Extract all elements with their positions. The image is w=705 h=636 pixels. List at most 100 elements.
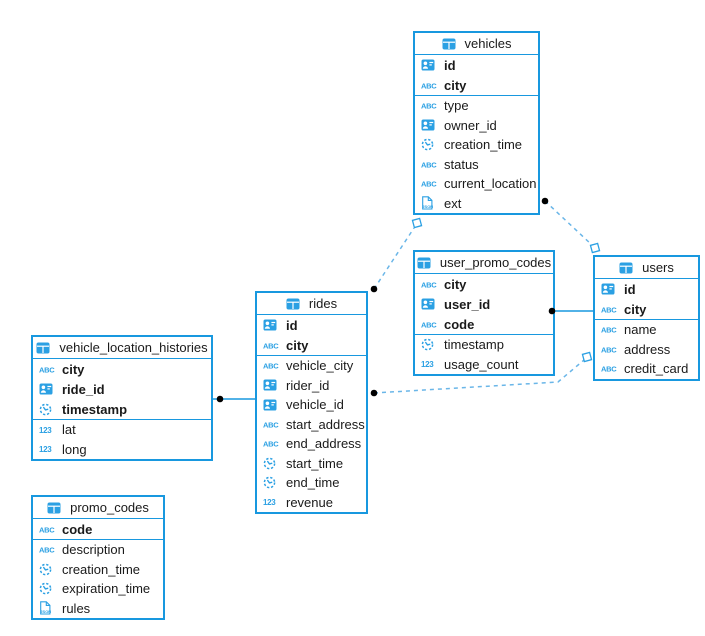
column-row-timestamp[interactable]: timestamp [415,335,553,355]
abc-icon: ABC [39,365,57,374]
svg-text:ABC: ABC [421,81,437,90]
connector-square [581,351,593,363]
abc-icon: ABC [263,361,281,371]
table-header-vehicle_location_histories[interactable]: vehicle_location_histories [33,337,211,359]
column-name: city [444,276,467,292]
column-row-id[interactable]: id [257,315,366,335]
column-row-id[interactable]: id [415,55,538,75]
num-icon: 123 [39,425,57,435]
column-name: id [624,281,636,297]
table-icon [36,342,54,354]
column-row-creation_time[interactable]: creation_time [33,560,163,580]
column-name: owner_id [444,117,497,133]
abc-icon: ABC [601,305,619,314]
column-name: id [444,57,456,73]
table-header-users[interactable]: users [595,257,698,279]
table-header-user_promo_codes[interactable]: user_promo_codes [415,252,553,274]
column-name: city [286,337,309,353]
id-badge-icon [39,383,57,395]
column-row-city[interactable]: ABC city [257,335,366,355]
column-name: rules [62,600,91,616]
id-badge-icon [421,59,439,71]
table-header-promo_codes[interactable]: promo_codes [33,497,163,519]
json-icon: JSON [421,196,439,210]
connector-dot [541,197,549,205]
svg-text:ABC: ABC [421,320,437,329]
column-row-creation_time[interactable]: creation_time [415,135,538,155]
table-icon [442,38,460,50]
table-header-vehicles[interactable]: vehicles [415,33,538,55]
clock-icon [421,338,439,351]
column-name: type [444,98,469,114]
clock-icon [39,563,57,576]
column-name: credit_card [624,361,689,377]
svg-text:ABC: ABC [39,546,55,555]
column-row-vehicle_id[interactable]: vehicle_id [257,395,366,415]
connector-square [411,217,423,229]
connection-vehicles-users[interactable] [541,197,601,254]
column-row-owner_id[interactable]: owner_id [415,116,538,136]
num-icon: 123 [39,444,57,454]
column-row-start_time[interactable]: start_time [257,454,366,474]
column-name: user_id [444,296,491,312]
connection-vehicle_location_histories-rides[interactable] [213,395,255,403]
column-name: status [444,156,479,172]
svg-text:123: 123 [39,445,52,454]
clock-icon [263,457,281,470]
column-name: name [624,322,657,338]
column-name: vehicle_city [286,358,354,374]
column-name: current_location [444,176,537,192]
table-header-rides[interactable]: rides [257,293,366,315]
table-icon [619,262,637,274]
column-name: code [62,521,93,537]
column-row-user_id[interactable]: user_id [415,294,553,314]
column-row-id[interactable]: id [595,279,698,299]
column-row-expiration_time[interactable]: expiration_time [33,579,163,599]
clock-icon [263,476,281,489]
column-row-end_time[interactable]: end_time [257,473,366,493]
table-name: users [642,260,674,275]
table-icon [47,502,65,514]
table-name: user_promo_codes [439,255,552,270]
column-row-rider_id[interactable]: rider_id [257,376,366,396]
column-name: timestamp [62,401,128,417]
column-row-vehicle_city[interactable]: ABC vehicle_city [257,356,366,376]
svg-text:ABC: ABC [263,341,279,350]
svg-text:123: 123 [263,498,276,507]
column-row-ride_id[interactable]: ride_id [33,379,211,399]
clock-icon [39,403,57,416]
connection-user_promo_codes-users[interactable] [548,307,593,315]
column-row-timestamp[interactable]: timestamp [33,399,211,419]
